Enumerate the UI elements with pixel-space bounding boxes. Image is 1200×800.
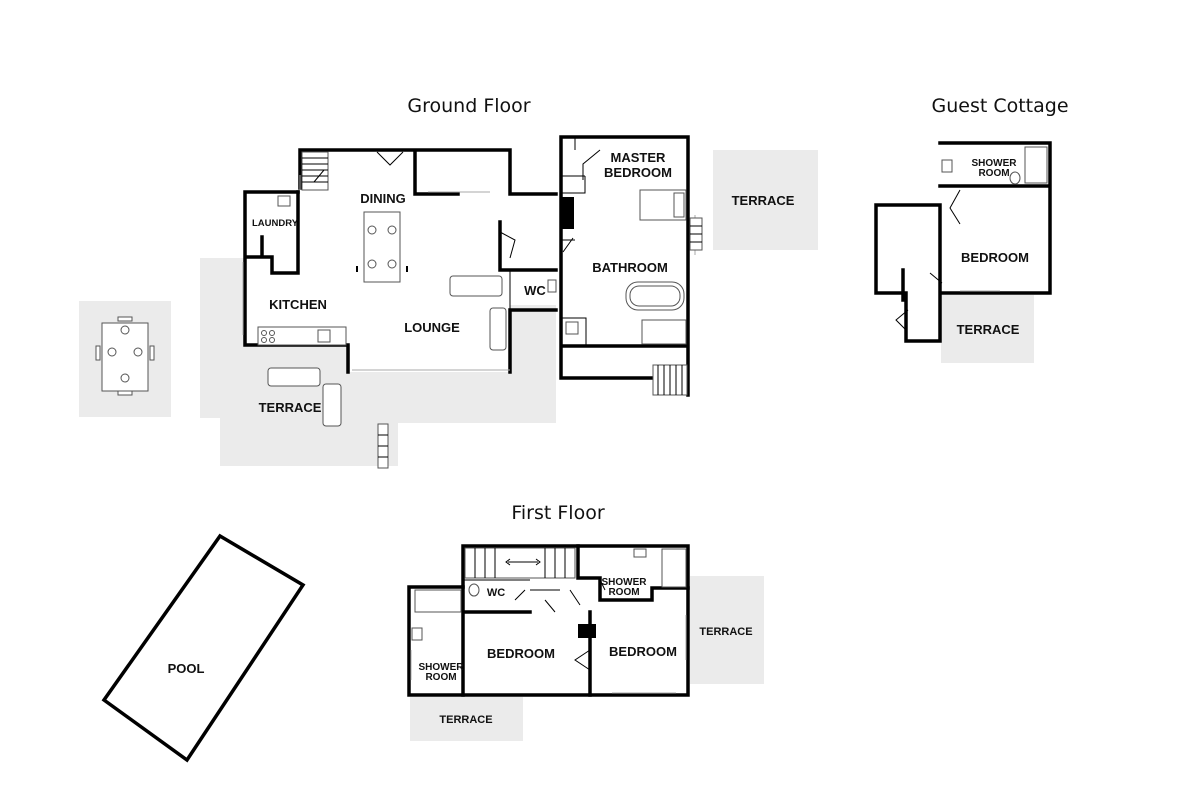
first-shower-label-line2: ROOM [608,587,639,598]
ground-stairs [301,151,688,396]
bathroom-label: BATHROOM [592,260,668,275]
wc-basin [547,279,557,293]
terraces [79,150,1034,741]
ground-chimney [562,197,574,229]
cottage-shower-label-line2: ROOM [978,168,1009,179]
ground-steps [377,217,703,469]
bathtub [625,281,685,311]
cottage-terrace [941,295,1034,363]
bath-basin [565,321,579,335]
ground-doors [376,149,601,259]
first-left-basin [411,627,423,641]
first-windows [410,615,687,694]
master-wardrobe [561,137,586,194]
kitchen-counter [257,326,347,346]
kitchen-label: KITCHEN [269,297,327,312]
cottage-shower-label-line1: SHOWER [972,158,1018,169]
laundry-walls [246,190,300,275]
ground-master-walls [559,135,690,397]
first-left-shower-tray [414,589,462,613]
pool-area: POOL [101,533,306,763]
ground-terrace-east [713,150,818,250]
ground-windows [242,175,696,371]
first-wc-toilet [468,583,480,597]
wc-walls [498,220,558,272]
first-doors [514,579,606,671]
cottage-basin [941,159,953,173]
cottage-toilet [1009,171,1021,185]
cottage-shower-tray [1024,146,1048,184]
first-floor-heading: First Floor [511,502,604,524]
bath-shower-tray [641,319,687,345]
cottage-walls [874,141,1052,343]
first-shower-left-label-line2: ROOM [425,672,456,683]
pool-label: POOL [168,661,205,676]
ground-terrace-south [200,258,556,466]
first-inner-walls [461,544,690,697]
first-right-shower-tray [661,548,687,588]
lounge-label: LOUNGE [404,320,460,335]
first-bedroom-right-label: BEDROOM [609,644,677,659]
guest-cottage-plan: SHOWER ROOM BEDROOM TERRACE [874,141,1052,343]
dining-label: DINING [360,191,406,206]
first-right-basin [633,548,647,558]
first-shower-left-label-line1: SHOWER [419,662,465,673]
first-partitions [463,579,560,591]
terrace-sofas [267,367,342,427]
pool-outline [101,533,306,763]
first-wc-label: WC [487,587,505,599]
master-bedroom-label-line2: BEDROOM [604,165,672,180]
dining-table [356,211,408,283]
laundry-sink [277,195,291,207]
terrace-south-label: TERRACE [259,400,322,415]
master-bedroom-label-line1: MASTER [611,150,667,165]
lounge-sofas [449,275,507,351]
cottage-bedroom-label: BEDROOM [961,250,1029,265]
guest-cottage-heading: Guest Cottage [931,95,1068,117]
outdoor-dining-set [95,316,155,396]
first-stairs [464,547,576,579]
first-terrace-south-label: TERRACE [439,714,492,726]
ground-floor-heading: Ground Floor [407,95,530,117]
first-terrace-south [410,697,523,741]
first-bedroom-left-label: BEDROOM [487,646,555,661]
ground-floor-plan: MASTER BEDROOM DINING LAUNDRY KITCHEN LO… [95,135,795,469]
laundry-label: LAUNDRY [252,218,299,229]
bathroom-divider [561,239,587,346]
first-terrace-east [690,576,764,684]
cottage-doors [895,189,961,331]
first-shower-label-line1: SHOWER [602,577,648,588]
cottage-terrace-label: TERRACE [957,322,1020,337]
first-chimney [578,624,596,638]
wc-label: WC [524,283,546,298]
first-floor-plan: WC SHOWER ROOM BEDROOM BEDROOM SHOWER RO… [407,544,753,726]
terrace-east-label: TERRACE [732,193,795,208]
master-bed [639,189,687,221]
first-terrace-east-label: TERRACE [699,626,752,638]
